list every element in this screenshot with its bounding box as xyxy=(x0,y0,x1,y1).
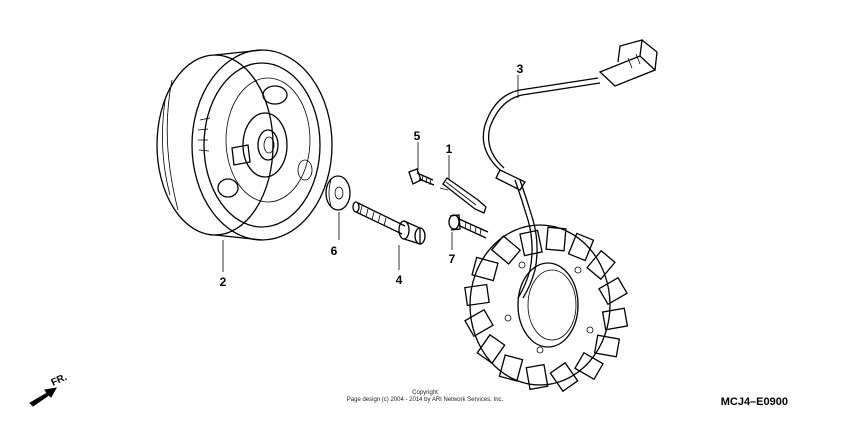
callout-6: 6 xyxy=(331,244,338,258)
callout-7: 7 xyxy=(449,252,456,266)
flywheel-rotor xyxy=(156,49,333,241)
flange-bolt xyxy=(352,201,426,245)
callout-3: 3 xyxy=(517,62,524,76)
alternator-stator xyxy=(464,39,658,393)
diagram-code: MCJ4–E0900 xyxy=(721,396,788,408)
callout-2: 2 xyxy=(220,275,227,289)
front-arrow-icon xyxy=(29,387,57,407)
copyright-line-2: Page design (c) 2004 - 2014 by ARI Netwo… xyxy=(347,397,504,403)
callout-5: 5 xyxy=(414,129,421,143)
wire-stay xyxy=(439,177,487,214)
leader-lines xyxy=(222,75,519,272)
front-direction-label: FR. xyxy=(50,372,69,389)
callout-1: 1 xyxy=(446,142,453,156)
copyright-line-1: Copyright xyxy=(412,390,438,396)
small-bolt xyxy=(408,168,435,186)
washer xyxy=(325,175,351,211)
stator-screw xyxy=(448,214,489,239)
callout-4: 4 xyxy=(396,273,403,287)
